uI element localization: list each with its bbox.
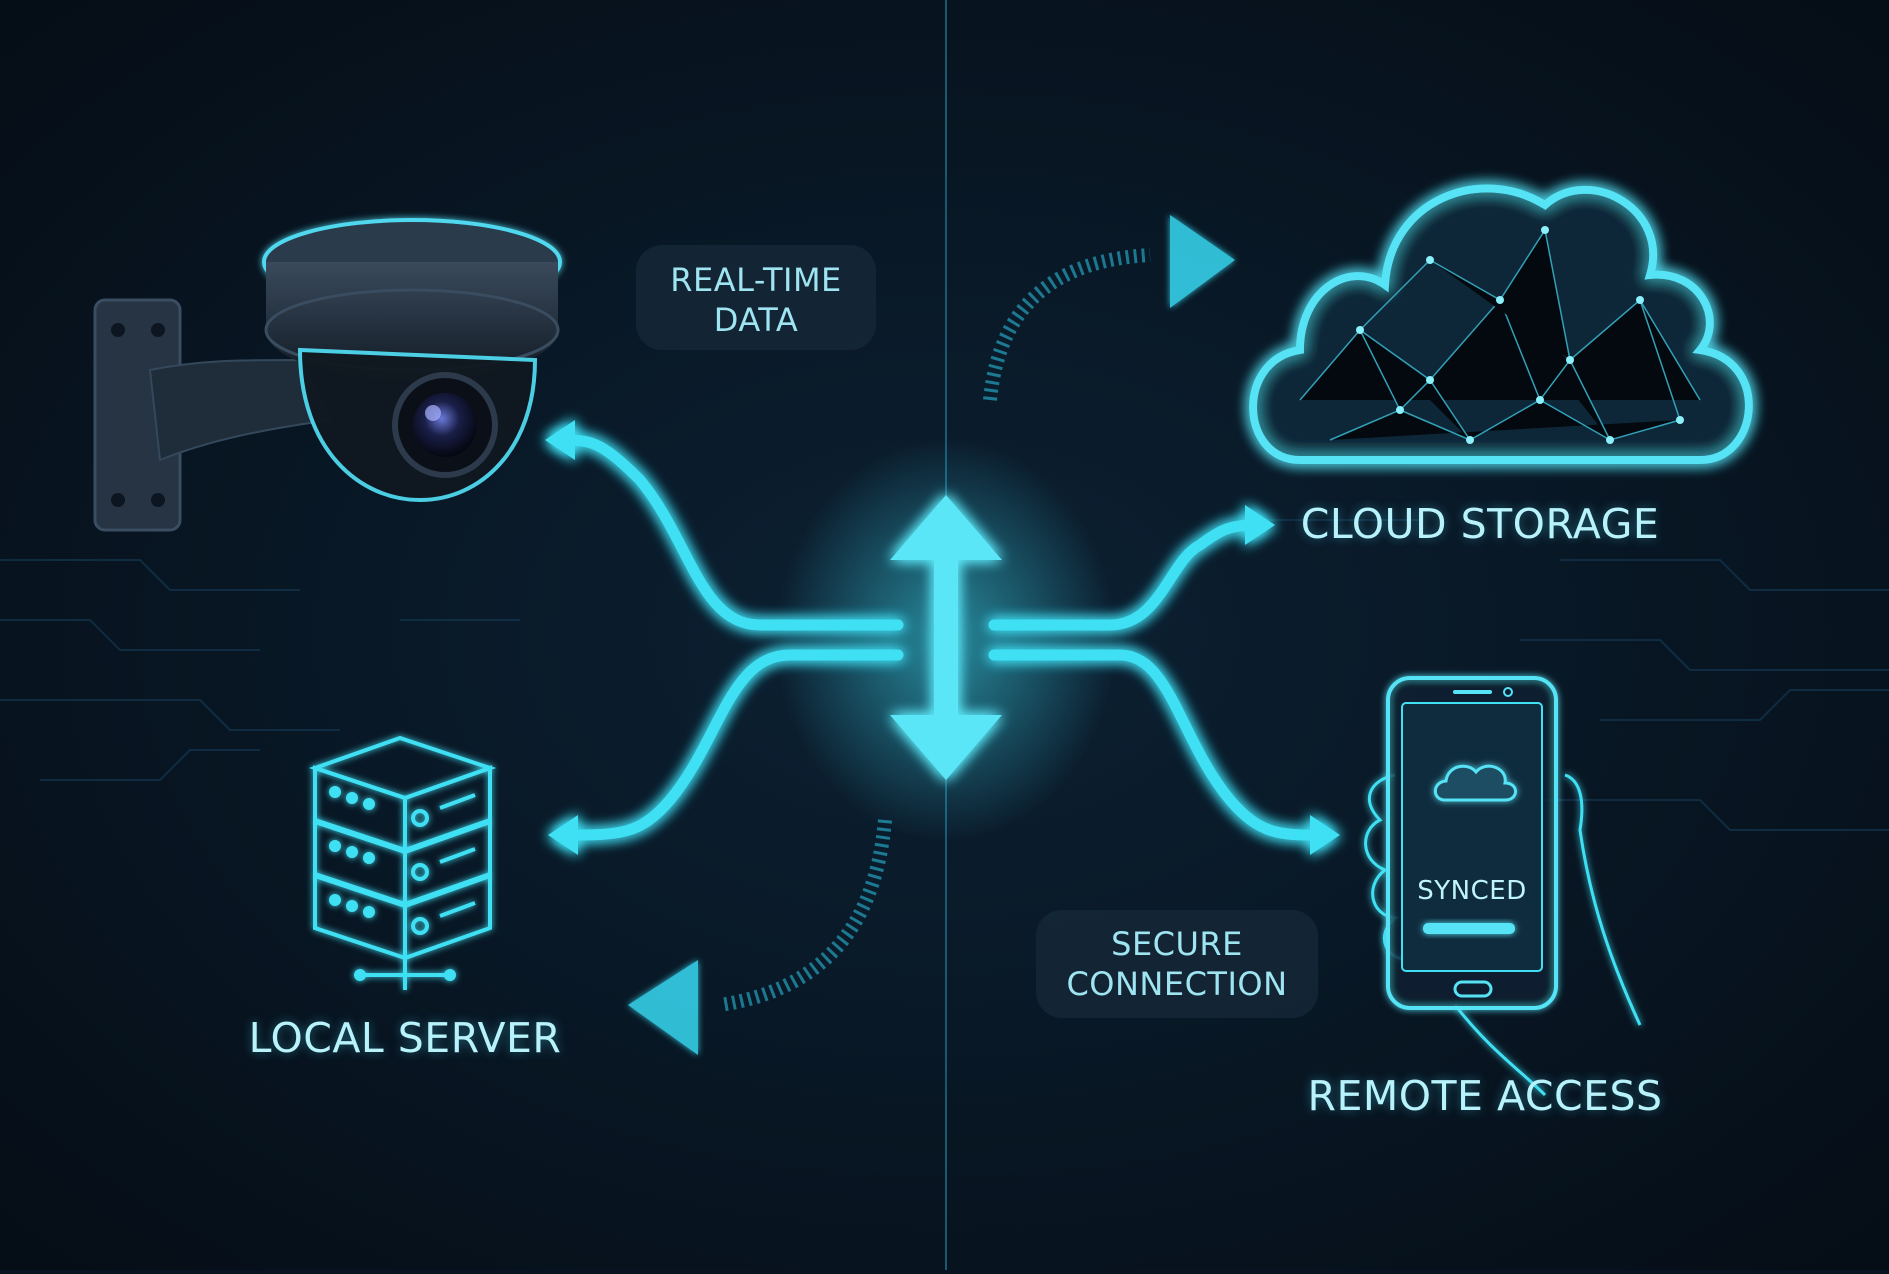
remote-access-label: REMOTE ACCESS: [1307, 1072, 1663, 1120]
secure-connection-bubble: [1036, 910, 1318, 1018]
synced-status-label: SYNCED: [1417, 876, 1527, 906]
circuit-traces: [0, 519, 1889, 831]
cloud-network-icon: [1249, 184, 1753, 464]
arrowhead-server: [548, 815, 578, 855]
real-time-data-line-2: DATA: [713, 301, 799, 339]
local-server-label: LOCAL SERVER: [248, 1014, 562, 1062]
sweep-arrow-bottom: [628, 819, 892, 1055]
arrowhead-cloud: [1245, 505, 1275, 545]
connection-arrowheads: [545, 420, 1340, 855]
phone-cloud-icon: [1433, 764, 1517, 802]
cloud-nodes: [1356, 226, 1684, 444]
cloud-storage-label: CLOUD STORAGE: [1300, 500, 1660, 548]
connection-lines: [554, 434, 1326, 841]
real-time-data-line-1: REAL-TIME: [670, 261, 842, 299]
hand-icon: [1364, 773, 1642, 1097]
server-stack-icon: [308, 735, 497, 990]
line-to-phone: [988, 649, 1326, 841]
secure-connection-label: SECURE CONNECTION: [1036, 924, 1318, 1004]
sweep-arrow-top: [983, 215, 1235, 401]
arrowhead-camera: [545, 420, 575, 460]
secure-connection-line-2: CONNECTION: [1066, 965, 1288, 1003]
line-to-cloud: [988, 519, 1261, 631]
real-time-bubble: [636, 245, 876, 350]
smartphone-icon: [1386, 676, 1558, 1010]
line-to-server: [559, 649, 904, 841]
sync-progress-bar: [1423, 923, 1515, 934]
security-camera-icon: [93, 218, 562, 532]
arrowhead-phone: [1310, 815, 1340, 855]
bidirectional-arrow-icon: [890, 495, 1002, 780]
secure-connection-line-1: SECURE: [1111, 925, 1243, 963]
cloud-mesh: [1299, 228, 1701, 441]
real-time-data-label: REAL-TIME DATA: [636, 260, 876, 340]
line-to-camera: [554, 434, 904, 631]
